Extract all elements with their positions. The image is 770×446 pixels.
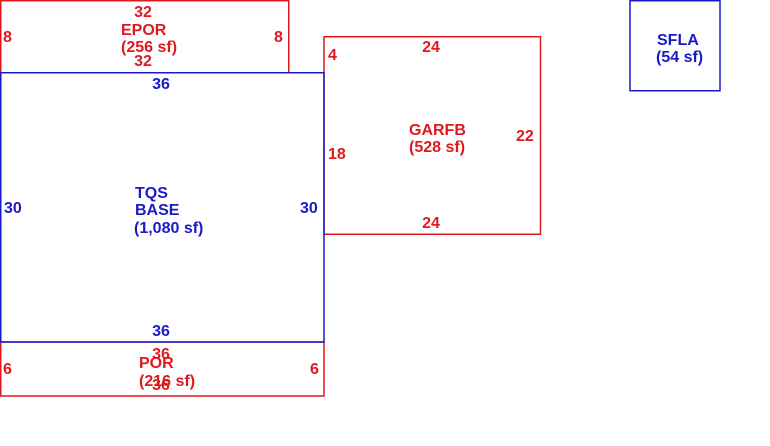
epor-dim-bottom: 32: [134, 53, 152, 70]
garfb-name: GARFB: [409, 122, 466, 139]
por-dim-top: 36: [152, 346, 170, 363]
por-dim-bottom: 36: [152, 377, 170, 394]
por-dim-right: 6: [310, 361, 319, 378]
epor-dim-top: 32: [134, 4, 152, 21]
epor-dim-left: 8: [3, 29, 12, 46]
garfb-dim-bottom: 24: [422, 215, 440, 232]
epor-name: EPOR: [121, 22, 167, 39]
por-name: POR: [139, 355, 174, 372]
garfb-dim-right: 22: [516, 128, 534, 145]
garfb-area: 24 4 GARFB (528 sf) 22 18 24: [323, 36, 542, 235]
tqs-base-dim-bottom: 36: [152, 323, 170, 340]
epor-dim-right: 8: [274, 29, 283, 46]
tqs-base-area-sf: (1,080 sf): [134, 220, 203, 237]
tqs-base-dim-left: 30: [4, 200, 22, 217]
sfla-name: SFLA: [657, 32, 699, 49]
tqs-base-dim-right: 30: [300, 200, 318, 217]
tqs-base-area: 36 30 30 TQS BASE (1,080 sf) 36: [0, 72, 325, 343]
tqs-base-name-line1: TQS: [135, 185, 168, 202]
por-area-sf: (216 sf): [139, 373, 195, 390]
sfla-area-sf: (54 sf): [656, 49, 703, 66]
garfb-dim-left-upper: 4: [328, 47, 337, 64]
epor-area: 32 EPOR (256 sf) 32 8 8: [0, 0, 290, 74]
sfla-area: SFLA (54 sf): [629, 0, 721, 92]
tqs-base-name-line2: BASE: [135, 202, 180, 219]
garfb-dim-top: 24: [422, 39, 440, 56]
por-dim-left: 6: [3, 361, 12, 378]
tqs-base-outline: [0, 72, 325, 343]
garfb-area-sf: (528 sf): [409, 139, 465, 156]
garfb-dim-left-lower: 18: [328, 146, 346, 163]
tqs-base-dim-top: 36: [152, 76, 170, 93]
epor-area-sf: (256 sf): [121, 39, 177, 56]
sfla-outline: [629, 0, 721, 92]
por-area: 36 POR 36 (216 sf) 6 6: [0, 341, 325, 397]
